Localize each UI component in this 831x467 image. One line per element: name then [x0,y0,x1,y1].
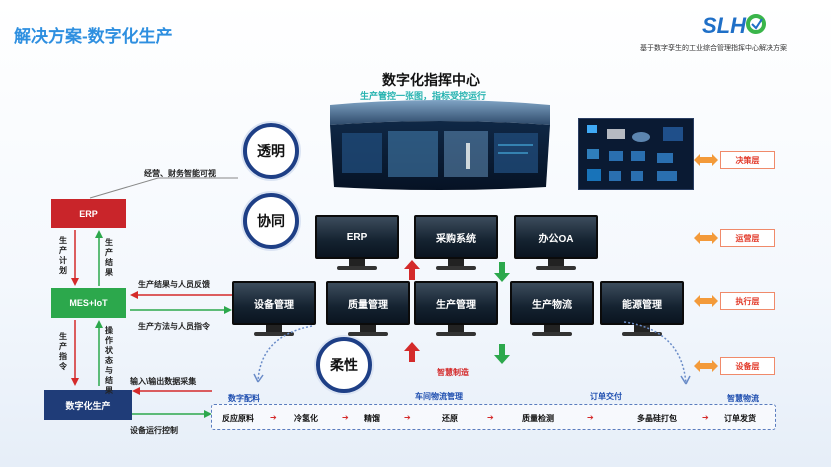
header-subtitle: 基于数字孪生的工业综合管理指挥中心解决方案 [640,45,787,52]
circle-collaborate: 协同 [243,193,299,249]
svg-text:SLH: SLH [702,13,747,38]
erp-box: ERP [51,199,126,228]
monitor-logistics-label: 生产物流 [510,281,594,325]
arrow-down-icon [494,344,510,364]
decision-dashboard-image [578,118,694,190]
arrow-right-icon: ➔ [702,413,709,422]
process-step: 冷氢化 [294,414,318,423]
label-smart-logistics: 智慧物流 [727,394,759,403]
level-operation: 运营层 [720,229,775,247]
monitor-erp-label: ERP [315,215,399,259]
monitor-production-label: 生产管理 [414,281,498,325]
production-result-label: 生产结果 [105,238,113,277]
monitor-erp: ERP [315,215,399,273]
arrow-up-icon [404,342,420,362]
dotted-curve-arrow-left [253,325,313,383]
company-logo: SLH [702,13,766,38]
process-flow: 反应原料 ➔ 冷氢化 ➔ 精馏 ➔ 还原 ➔ 质量检测 ➔ 多晶硅打包 ➔ 订单… [211,404,776,430]
monitor-purchase: 采购系统 [414,215,498,273]
method-label: 生产方法与人员指令 [138,322,210,331]
double-arrow-icon [694,154,718,166]
circle-transparent: 透明 [243,123,299,179]
arrow-right-icon: ➔ [404,413,411,422]
data-collection-label: 输入\输出数据采集 [130,377,197,386]
arrow-right-icon: ➔ [270,413,277,422]
monitor-office: 办公OA [514,215,598,273]
connector-line [89,177,238,199]
arrow-right-icon: ➔ [342,413,349,422]
arrow-right-icon: ➔ [487,413,494,422]
command-center-title: 数字化指挥中心 [382,72,480,88]
level-device: 设备层 [720,357,775,375]
arrow-down-icon [71,320,79,386]
finance-visual-label: 经营、财务智能可视 [144,169,216,178]
label-material: 数字配料 [228,394,260,403]
monitor-energy-label: 能源管理 [600,281,684,325]
double-arrow-icon [694,295,718,307]
process-step: 精馏 [364,414,380,423]
monitor-quality: 质量管理 [326,281,410,339]
level-execution: 执行层 [720,292,775,310]
arrow-down-icon [71,230,79,286]
arrow-left-icon [130,291,232,299]
arrow-right-icon [130,306,232,314]
dashboard-panels-image [330,100,550,190]
label-workshop-logistics: 车间物流管理 [415,392,463,401]
process-step: 质量检测 [522,414,554,423]
monitor-purchase-label: 采购系统 [414,215,498,259]
smart-manufacturing-label: 智慧制造 [437,368,469,377]
monitor-logistics: 生产物流 [510,281,594,339]
monitor-production: 生产管理 [414,281,498,339]
process-step: 还原 [442,414,458,423]
monitor-energy: 能源管理 [600,281,684,339]
arrow-down-icon [494,262,510,282]
production-command-label: 生产指令 [59,332,67,371]
monitor-quality-label: 质量管理 [326,281,410,325]
process-step: 订单发货 [724,414,756,423]
arrow-up-icon [95,230,103,286]
page-title: 解决方案-数字化生产 [14,27,173,46]
arrow-up-icon [95,320,103,386]
mes-iot-box: MES+IoT [51,288,126,318]
process-step: 反应原料 [222,414,254,423]
device-control-label: 设备运行控制 [130,426,178,435]
monitor-equipment-label: 设备管理 [232,281,316,325]
double-arrow-icon [694,232,718,244]
feedback-label: 生产结果与人员反馈 [138,280,210,289]
circle-flexible: 柔性 [316,337,372,393]
label-order-delivery: 订单交付 [590,392,622,401]
double-arrow-icon [694,360,718,372]
monitor-office-label: 办公OA [514,215,598,259]
arrow-right-icon [132,410,212,418]
arrow-right-icon: ➔ [587,413,594,422]
process-step: 多晶硅打包 [637,414,677,423]
arrow-up-icon [404,260,420,280]
level-decision: 决策层 [720,151,775,169]
digital-production-box: 数字化生产 [44,390,132,420]
monitor-equipment: 设备管理 [232,281,316,339]
operation-status-label: 操作状态与结果 [105,326,113,395]
arrow-left-icon [132,387,212,395]
command-center-subtitle: 生产管控一张图，指标受控运行 [360,91,487,101]
production-plan-label: 生产计划 [59,236,67,275]
dotted-curve-arrow-right [623,321,691,385]
